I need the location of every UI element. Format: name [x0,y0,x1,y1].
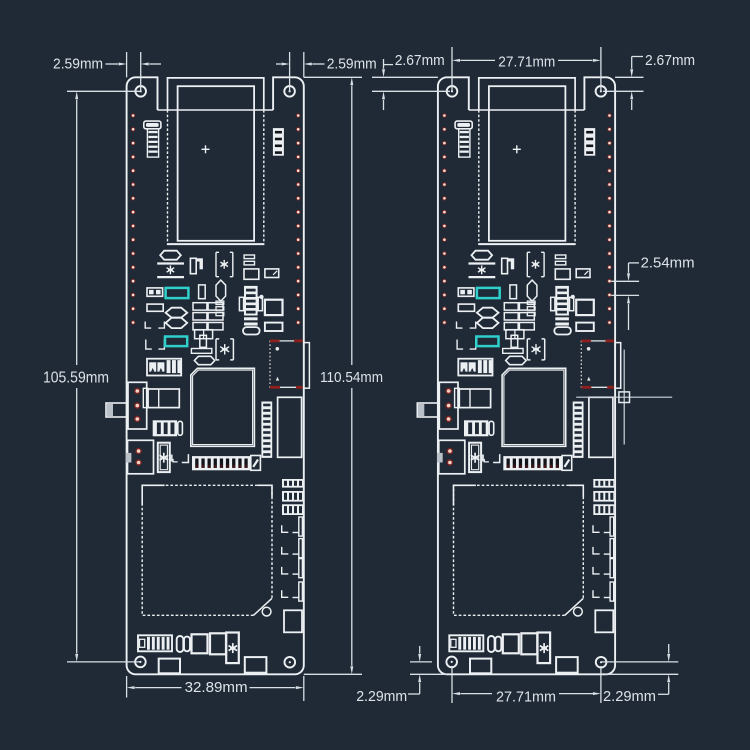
svg-text:2.54mm: 2.54mm [641,254,695,271]
svg-text:2.29mm: 2.29mm [603,688,656,705]
svg-text:110.54mm: 110.54mm [320,369,383,386]
svg-text:2.29mm: 2.29mm [356,688,407,705]
svg-text:2.59mm: 2.59mm [327,56,377,73]
svg-text:105.59mm: 105.59mm [43,369,109,386]
svg-text:32.89mm: 32.89mm [185,679,248,696]
svg-text:2.59mm: 2.59mm [53,56,103,73]
svg-text:27.71mm: 27.71mm [496,689,556,706]
svg-text:27.71mm: 27.71mm [498,54,555,71]
svg-text:2.67mm: 2.67mm [645,52,695,69]
svg-text:2.67mm: 2.67mm [395,52,445,69]
